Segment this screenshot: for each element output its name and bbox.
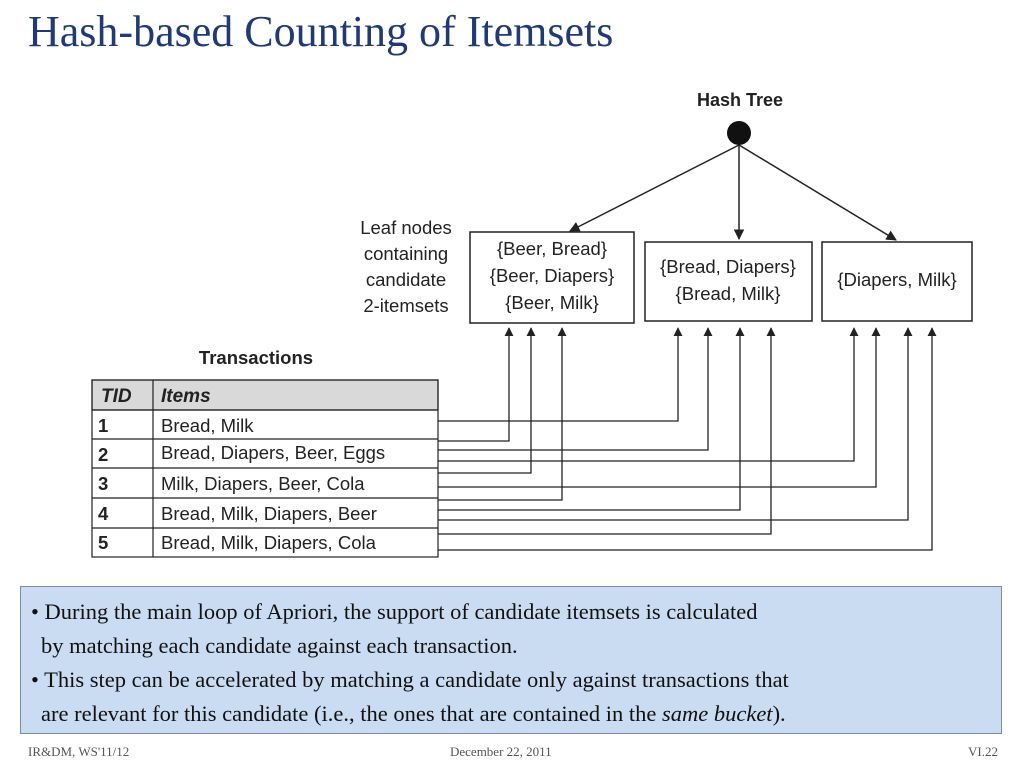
hash-tree-root-node <box>727 121 751 145</box>
hash-tree-diagram: Hash Tree Leaf nodes containing candidat… <box>91 90 973 558</box>
connector-row-3-to-leaf-3 <box>438 327 881 488</box>
slide-title: Hash-based Counting of Itemsets <box>28 7 614 56</box>
table-cell-tid: 2 <box>98 444 108 465</box>
bullet-2-text-end: ). <box>772 701 786 726</box>
table-cell-items: Bread, Milk, Diapers, Cola <box>161 532 377 553</box>
footer-date: December 22, 2011 <box>450 744 552 759</box>
leaf-node-1 <box>469 231 635 324</box>
connector-row-2-to-leaf-2 <box>438 327 713 451</box>
connector-row-1-to-leaf-2 <box>438 327 683 422</box>
leaf-caption-line-1: Leaf nodes <box>360 217 452 238</box>
footer-course: IR&DM, WS'11/12 <box>28 744 130 759</box>
leaf-1-itemset: {Beer, Diapers} <box>490 265 614 286</box>
leaf-caption-line-4: 2-itemsets <box>363 295 448 316</box>
footer-slide-number: VI.22 <box>968 744 998 759</box>
table-cell-tid: 1 <box>98 415 108 436</box>
bullet-2-line-2: are relevant for this candidate (i.e., t… <box>31 697 991 731</box>
table-cell-tid: 3 <box>98 473 108 494</box>
table-cell-tid: 4 <box>98 503 109 524</box>
hash-tree-label: Hash Tree <box>697 90 783 110</box>
table-header-tid: TID <box>101 386 132 407</box>
leaf-node-3 <box>821 241 973 322</box>
connector-row-4-to-leaf-1 <box>438 327 567 501</box>
root-to-leaf-3-arrow <box>738 144 897 241</box>
table-cell-items: Bread, Milk, Diapers, Beer <box>161 503 377 524</box>
table-cell-items: Bread, Diapers, Beer, Eggs <box>161 442 385 463</box>
connector-row-5-to-leaf-3 <box>438 327 937 551</box>
transactions-label: Transactions <box>199 347 313 368</box>
table-header-bg <box>91 379 439 411</box>
explanation-box: • During the main loop of Apriori, the s… <box>20 586 1002 734</box>
connector-row-2-to-leaf-1 <box>438 327 514 442</box>
same-bucket-emphasis: same bucket <box>661 701 773 726</box>
leaf-2-itemset: {Bread, Diapers} <box>660 256 796 277</box>
connector-row-4-to-leaf-2 <box>438 327 745 511</box>
connector-row-5-to-leaf-2 <box>438 327 776 535</box>
leaf-3-itemset: {Diapers, Milk} <box>837 269 956 290</box>
leaf-2-itemset: {Bread, Milk} <box>676 283 781 304</box>
bullet-2-text: are relevant for this candidate (i.e., t… <box>41 701 662 726</box>
table-header-items: Items <box>161 386 211 407</box>
leaf-caption-line-3: candidate <box>366 269 446 290</box>
bullet-1-line-1: • During the main loop of Apriori, the s… <box>31 599 758 624</box>
bullet-2-line-1: • This step can be accelerated by matchi… <box>31 667 789 692</box>
connector-row-4-to-leaf-3 <box>438 327 913 521</box>
transaction-connectors <box>438 327 937 551</box>
leaf-caption-line-2: containing <box>364 243 448 264</box>
leaf-1-itemset: {Beer, Milk} <box>505 292 599 313</box>
root-to-leaf-1-arrow <box>569 144 740 232</box>
connector-row-2-to-leaf-3 <box>438 327 859 462</box>
leaf-1-itemset: {Beer, Bread} <box>497 238 607 259</box>
table-cell-tid: 5 <box>98 532 108 553</box>
table-cell-items: Milk, Diapers, Beer, Cola <box>161 473 365 494</box>
leaf-node-2 <box>644 241 813 322</box>
bullet-1-line-2: by matching each candidate against each … <box>41 633 518 658</box>
table-cell-items: Bread, Milk <box>161 415 254 436</box>
transactions-table: TID Items 1 Bread, Milk 2 Bread, Diapers… <box>91 379 439 558</box>
connector-row-3-to-leaf-1 <box>438 327 536 474</box>
